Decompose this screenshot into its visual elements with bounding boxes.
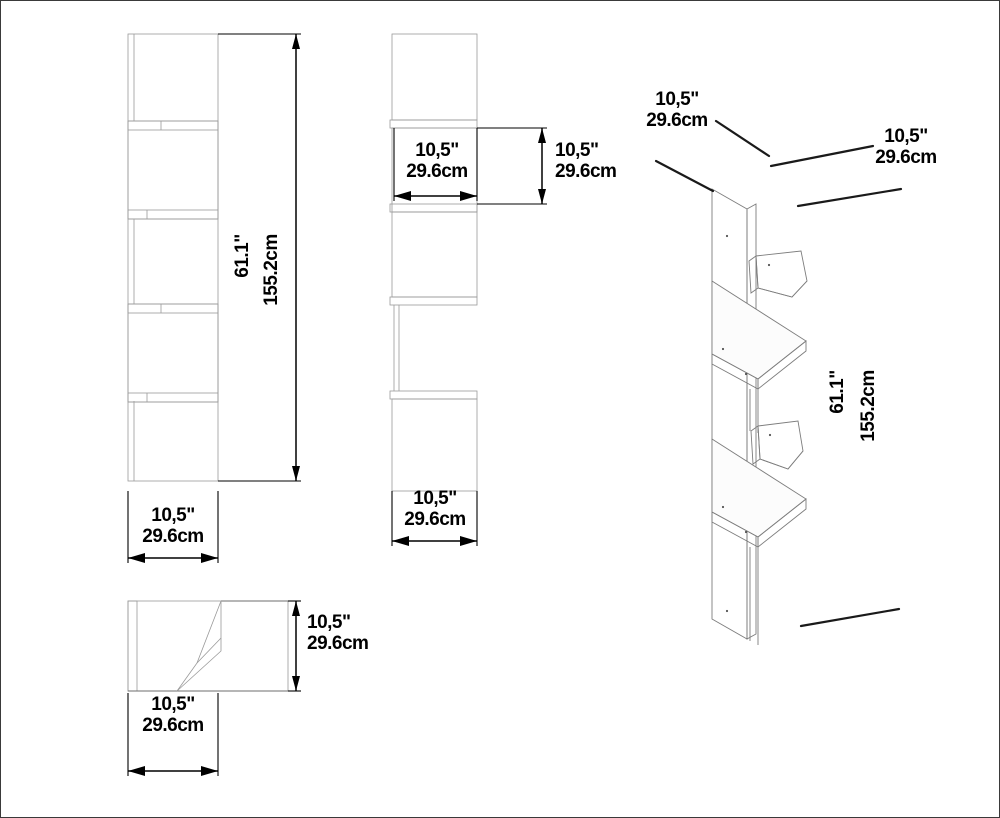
side-height-inch: 10,5" — [555, 140, 599, 161]
detail-width-cm: 29.6cm — [142, 715, 204, 736]
iso-right-dimension: 10,5" 29.6cm — [856, 126, 956, 169]
detail-width-dimension: 10,5" 29.6cm — [123, 694, 223, 737]
iso-left-inch: 10,5" — [655, 89, 699, 110]
iso-height-inch: 61.1" — [827, 370, 848, 414]
front-width-dimension: 10,5" 29.6cm — [123, 505, 223, 548]
leader-left-lower — [714, 119, 771, 158]
side-height-dimension: 10,5" 29.6cm — [555, 140, 645, 183]
iso-height-inch-wrap: 61.1" — [827, 339, 849, 459]
side-depth-cm: 29.6cm — [406, 161, 468, 182]
side-height-cm: 29.6cm — [555, 161, 617, 182]
leader-bottom — [799, 607, 901, 628]
front-height-dimension: 61.1" — [232, 197, 254, 317]
front-width-cm: 29.6cm — [142, 526, 204, 547]
iso-left-cm: 29.6cm — [646, 110, 708, 131]
side-depth-dimension: 10,5" 29.6cm — [397, 140, 477, 183]
iso-height-cm-wrap: 155.2cm — [857, 339, 879, 499]
side-depth-inch: 10,5" — [415, 140, 459, 161]
front-height-inch: 61.1" — [232, 234, 253, 278]
leader-right-upper — [769, 144, 875, 168]
front-elevation-geometry — [127, 33, 301, 563]
side-base-cm: 29.6cm — [404, 509, 466, 530]
side-base-inch: 10,5" — [413, 488, 457, 509]
detail-height-dimension: 10,5" 29.6cm — [307, 612, 397, 655]
side-elevation-geometry — [389, 33, 547, 546]
front-height-cm-wrap: 155.2cm — [260, 197, 282, 357]
side-base-dimension: 10,5" 29.6cm — [390, 488, 480, 531]
isometric-geometry — [654, 119, 903, 645]
front-height-cm: 155.2cm — [261, 234, 282, 306]
shelf-detail-geometry — [127, 600, 301, 776]
detail-height-cm: 29.6cm — [307, 633, 369, 654]
iso-left-dimension: 10,5" 29.6cm — [627, 89, 727, 132]
detail-height-inch: 10,5" — [307, 612, 351, 633]
iso-right-inch: 10,5" — [884, 126, 928, 147]
iso-height-cm: 155.2cm — [858, 370, 879, 442]
iso-right-cm: 29.6cm — [875, 147, 937, 168]
leader-right-lower — [796, 187, 903, 208]
front-width-inch: 10,5" — [151, 505, 195, 526]
leader-left-upper — [654, 159, 715, 193]
detail-width-inch: 10,5" — [151, 694, 195, 715]
